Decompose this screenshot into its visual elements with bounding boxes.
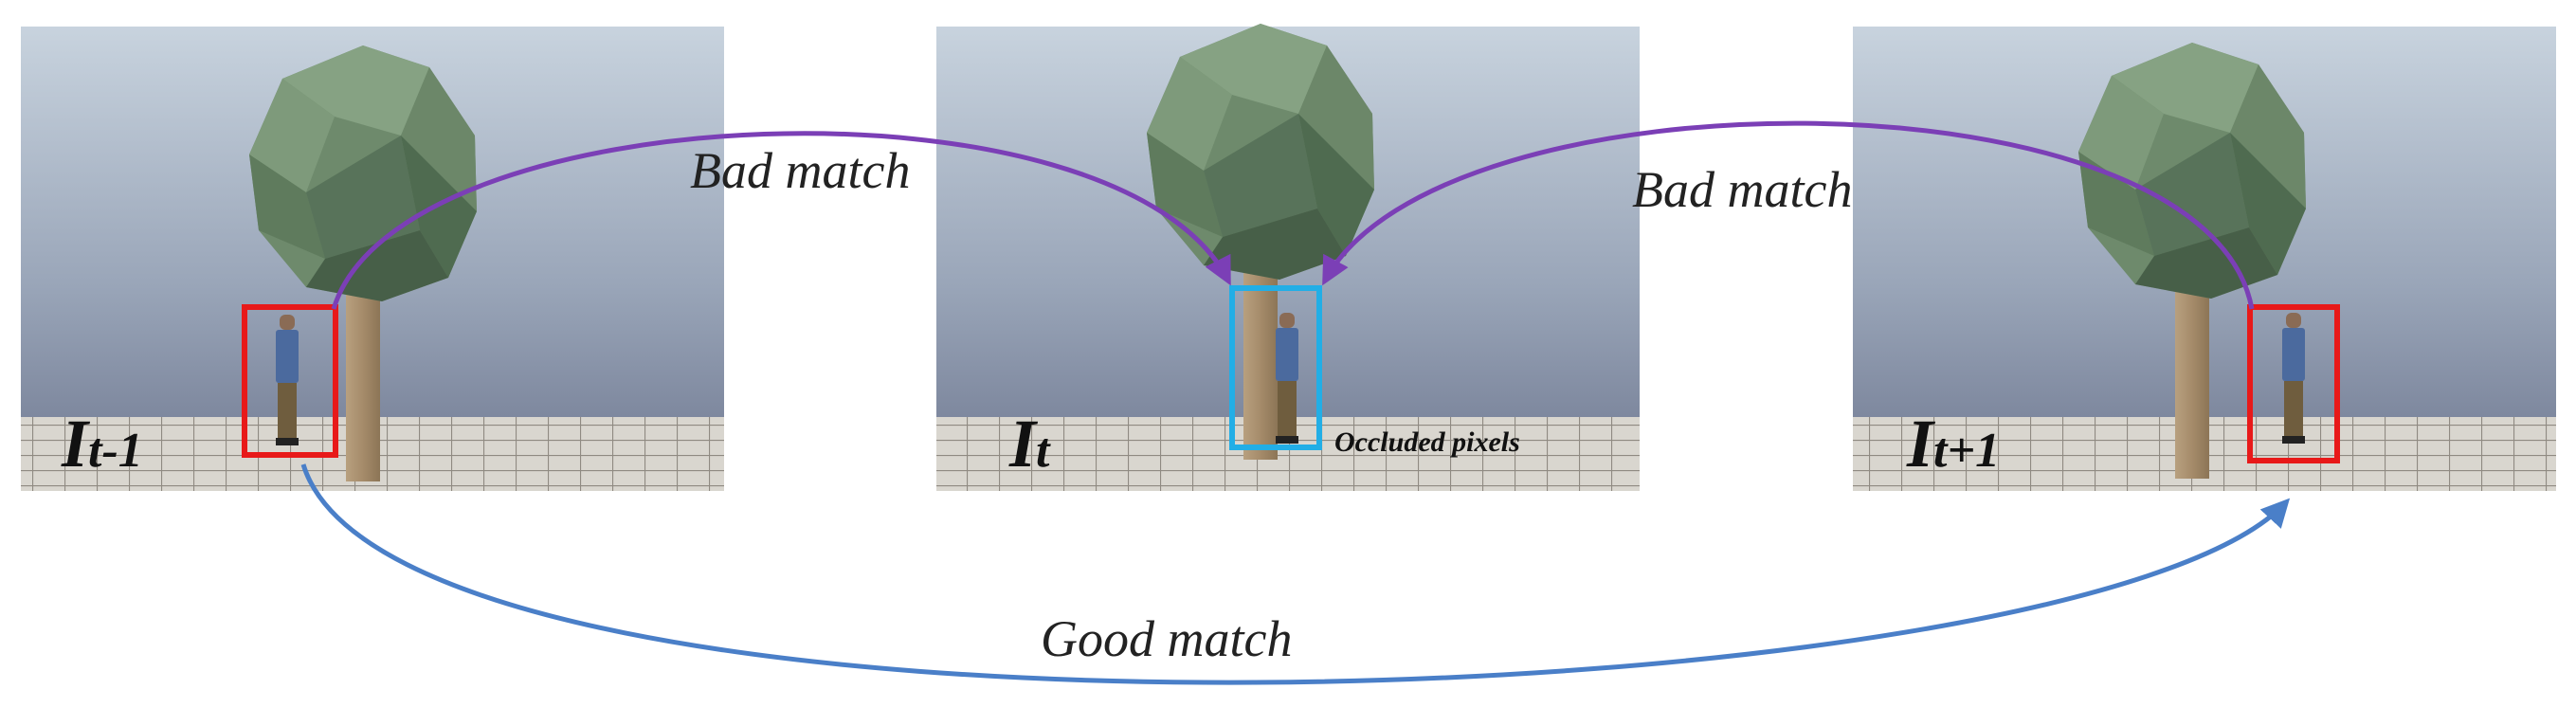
frame-label-next: It+1: [1906, 406, 2000, 481]
bad-match-label-right: Bad match: [1632, 161, 1852, 218]
frame-label-previous: It-1: [61, 406, 143, 481]
frame-next: It+1: [1853, 27, 2556, 491]
prev-person-box: [242, 304, 338, 458]
frame-previous: It-1: [21, 27, 724, 491]
frame-current: It Occluded pixels: [936, 24, 1640, 491]
bad-match-arrow-left: [331, 131, 1231, 310]
good-match-label: Good match: [1041, 610, 1292, 667]
good-match-arrow: [300, 463, 2291, 685]
occlusion-box: [1229, 285, 1322, 450]
occluded-pixels-label: Occluded pixels: [1334, 427, 1520, 458]
bad-match-arrow-right: [1322, 120, 2255, 310]
frame-label-current: It: [1008, 406, 1051, 481]
next-person-box: [2247, 304, 2340, 463]
bad-match-label-left: Bad match: [690, 142, 910, 199]
